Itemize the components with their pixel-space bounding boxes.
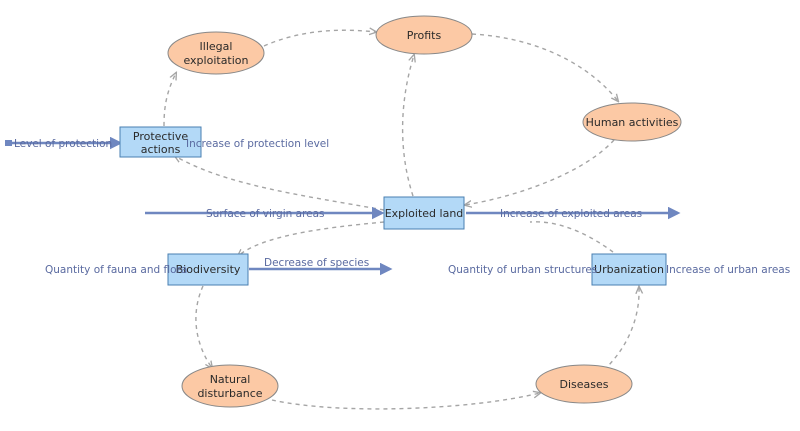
link-biodiversity-to-natural — [195, 285, 212, 368]
link-illegal-to-profits — [263, 30, 376, 47]
stock-exploited-land-label: Exploited land — [385, 207, 464, 220]
link-urbanization-to-exploited — [529, 221, 614, 253]
stock-exploited-land[interactable]: Exploited land — [383, 196, 465, 230]
stock-protective-actions-line1: Protective — [133, 130, 188, 143]
link-exploited-to-profits — [401, 55, 414, 197]
aux-diseases-label: Diseases — [560, 378, 609, 391]
aux-illegal-exploitation-line1: Illegal — [200, 40, 233, 53]
label-quantity-of-urban-structures: Quantity of urban structures — [448, 264, 597, 276]
link-exploited-to-protective — [175, 156, 385, 211]
label-surface-of-virgin-areas: Surface of virgin areas — [206, 208, 325, 220]
label-increase-of-protection-level: Increase of protection level — [186, 138, 329, 150]
aux-natural-disturbance[interactable]: Natural disturbance — [181, 364, 279, 408]
link-human-to-exploited — [465, 139, 615, 205]
stock-biodiversity[interactable]: Biodiversity — [167, 253, 249, 286]
aux-profits[interactable]: Profits — [375, 15, 473, 55]
label-increase-of-urban-areas: Increase of urban areas — [666, 264, 790, 276]
label-decrease-of-species: Decrease of species — [264, 257, 369, 269]
link-natural-to-diseases — [271, 393, 540, 410]
stock-urbanization[interactable]: Urbanization — [591, 253, 667, 286]
link-exploited-to-biodiversity — [238, 221, 385, 256]
stock-urbanization-label: Urbanization — [594, 263, 664, 276]
link-diseases-to-urbanization — [603, 287, 639, 371]
aux-illegal-exploitation-line2: exploitation — [183, 54, 248, 67]
aux-illegal-exploitation[interactable]: Illegal exploitation — [167, 31, 265, 75]
aux-natural-disturbance-line2: disturbance — [197, 387, 262, 400]
link-protective-to-illegal — [163, 73, 176, 127]
stock-protective-actions-line2: actions — [141, 143, 181, 156]
aux-human-activities[interactable]: Human activities — [582, 102, 682, 142]
label-level-of-protection: Level of protection — [14, 138, 112, 150]
label-quantity-of-fauna-and-flora: Quantity of fauna and flora — [45, 264, 187, 276]
aux-diseases[interactable]: Diseases — [535, 364, 633, 404]
aux-natural-disturbance-line1: Natural — [210, 373, 251, 386]
aux-human-activities-label: Human activities — [586, 116, 679, 129]
stock-protective-actions[interactable]: Protective actions — [119, 126, 202, 158]
link-profits-to-human — [471, 33, 618, 101]
stock-biodiversity-label: Biodiversity — [176, 263, 241, 276]
aux-profits-label: Profits — [407, 29, 442, 42]
label-increase-of-exploited-areas: Increase of exploited areas — [500, 208, 642, 220]
